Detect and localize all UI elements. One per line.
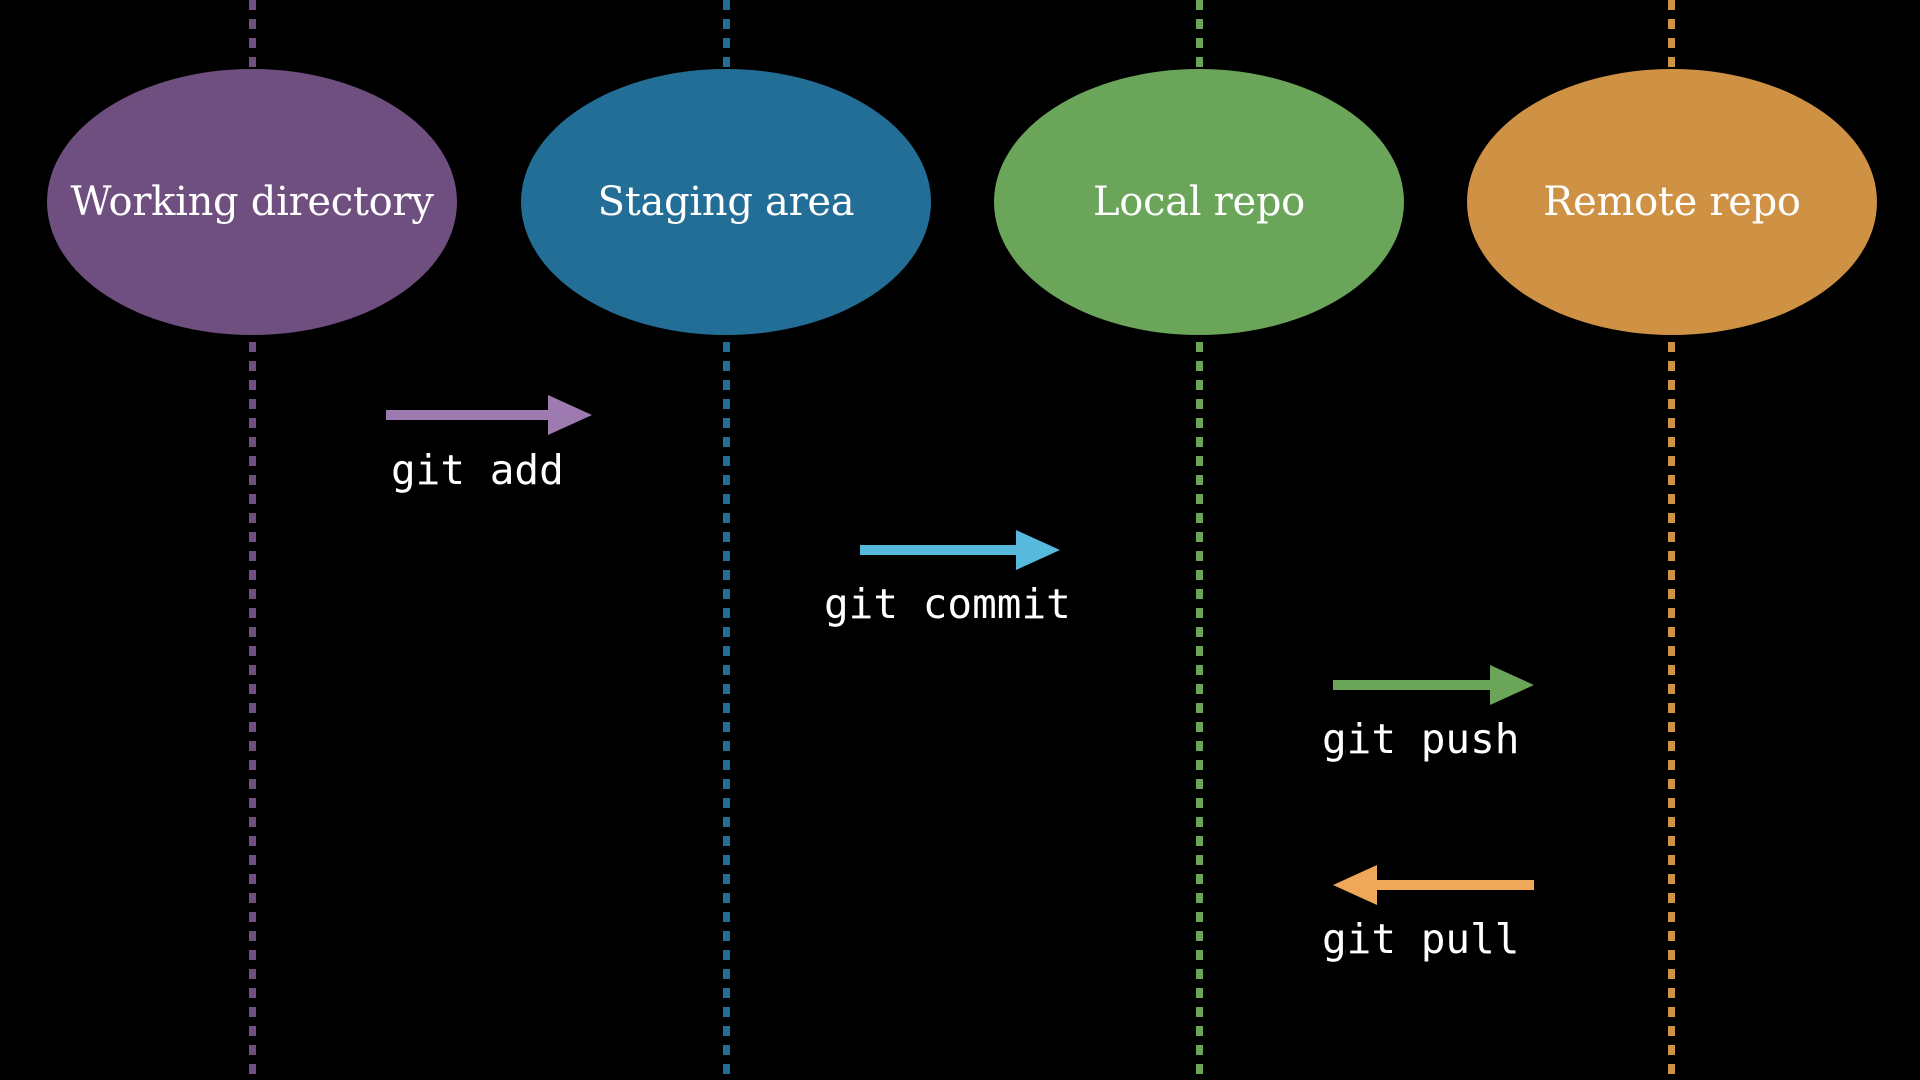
arrow-shaft [1371,880,1534,890]
arrow-shaft [1333,680,1496,690]
arrow-label-git-add: git add [391,446,564,494]
node-staging-area[interactable]: Staging area [521,69,931,335]
arrow-head-left-icon [1333,865,1377,905]
arrow-shaft [386,410,554,420]
node-working-directory[interactable]: Working directory [47,69,457,335]
node-local-repo[interactable]: Local repo [994,69,1404,335]
node-remote-repo[interactable]: Remote repo [1467,69,1877,335]
node-label-local-repo: Local repo [1093,179,1305,225]
arrow-git-add [386,395,592,435]
arrow-shaft [860,545,1022,555]
arrow-label-git-push: git push [1322,715,1520,763]
arrow-label-git-commit: git commit [824,580,1071,628]
arrow-git-pull [1333,865,1534,905]
node-label-staging-area: Staging area [597,179,855,225]
arrow-head-right-icon [1016,530,1060,570]
arrow-head-right-icon [548,395,592,435]
arrow-git-commit [860,530,1060,570]
arrow-git-push [1333,665,1534,705]
node-label-working-directory: Working directory [70,179,434,225]
arrow-label-git-pull: git pull [1322,915,1520,963]
node-label-remote-repo: Remote repo [1543,179,1801,225]
arrow-head-right-icon [1490,665,1534,705]
